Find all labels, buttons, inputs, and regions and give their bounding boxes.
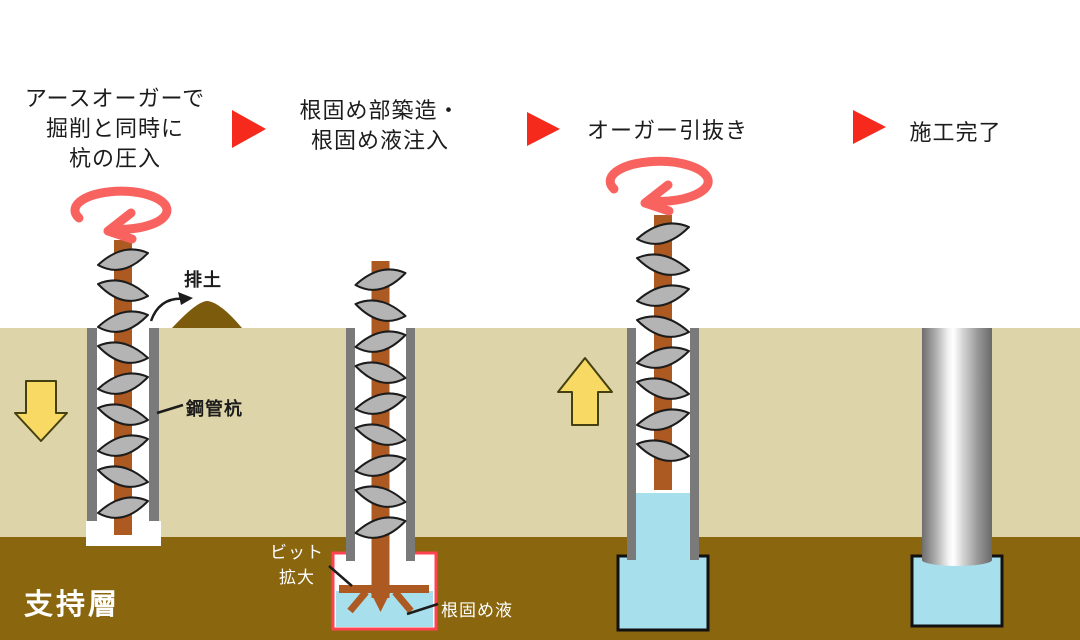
rotation-arrow-icon xyxy=(605,156,713,216)
auger-flight xyxy=(636,439,690,462)
auger-flight xyxy=(636,284,690,307)
casing-wall xyxy=(406,328,415,561)
bearing-stratum-layer xyxy=(0,537,1080,640)
bearing-stratum-label: 支持層 xyxy=(24,589,121,621)
auger-flight xyxy=(636,377,690,400)
step-3-label: オーガー引抜き xyxy=(585,116,750,146)
bit-expansion-label: ビット 拡大 xyxy=(266,540,328,590)
auger-flight xyxy=(97,434,149,457)
auger-flight xyxy=(97,279,149,302)
soil-mound xyxy=(172,300,242,328)
pile-3-extraction xyxy=(557,156,713,632)
auger-flight xyxy=(97,310,149,333)
auger-flight xyxy=(97,403,149,426)
step-2-line-1: 根固め部築造・ xyxy=(299,98,461,123)
step-4-label: 施工完了 xyxy=(903,118,1008,148)
rotation-arrow-icon xyxy=(70,186,172,244)
step-2-line-2: 根固め液注入 xyxy=(310,128,449,153)
auger-flight xyxy=(354,454,407,477)
auger-flight xyxy=(636,315,690,338)
bit-expansion-line-2: 拡大 xyxy=(279,568,315,587)
earth-auger xyxy=(636,215,690,490)
expanded-bit xyxy=(339,585,429,614)
auger-flight xyxy=(354,423,407,446)
pile-1-drilling xyxy=(14,186,242,546)
step-4-line-1: 施工完了 xyxy=(909,120,1002,145)
auger-flight xyxy=(97,496,149,519)
casing-wall xyxy=(690,328,699,560)
pile-2-root-consolidation xyxy=(328,261,439,631)
press-down-arrow-icon xyxy=(14,380,68,442)
auger-flight xyxy=(354,516,407,539)
auger-flight xyxy=(97,465,149,488)
casing-wall xyxy=(87,328,97,521)
step-1-line-1: アースオーガーで xyxy=(24,86,206,111)
step-1-line-3: 杭の圧入 xyxy=(68,146,161,171)
bit-pointer-line xyxy=(328,565,353,587)
step-arrow-icon xyxy=(232,110,266,148)
auger-flight xyxy=(636,408,690,431)
step-arrow-icon xyxy=(527,112,560,146)
auger-flight xyxy=(354,361,407,384)
step-arrow-icon xyxy=(853,110,886,144)
pile-4-completed xyxy=(910,328,1004,628)
earth-auger xyxy=(354,261,407,598)
auger-flight xyxy=(354,330,407,353)
pull-up-arrow-icon xyxy=(557,357,613,426)
step-1-line-2: 掘削と同時に xyxy=(45,116,184,141)
liquid-pointer-line xyxy=(406,602,439,616)
casing-wall xyxy=(149,328,159,521)
upper-soil-layer xyxy=(0,328,1080,537)
steel-pipe-pile-label: 鋼管杭 xyxy=(186,399,243,419)
step-3-line-1: オーガー引抜き xyxy=(586,118,748,143)
auger-flight xyxy=(636,222,690,245)
root-liquid-label: 根固め液 xyxy=(441,601,513,620)
casing-wall xyxy=(627,328,636,560)
step-2-label: 根固め部築造・ 根固め液注入 xyxy=(290,96,470,156)
auger-flight xyxy=(354,392,407,415)
liquid-in-casing xyxy=(636,493,690,559)
auger-flight xyxy=(354,299,407,322)
casing-wall xyxy=(346,328,355,561)
soil-discharge-arrowhead xyxy=(178,292,193,305)
root-consolidation-box xyxy=(616,554,710,632)
auger-flight xyxy=(354,485,407,508)
auger-flight xyxy=(354,268,407,291)
steel-pipe-pointer-line xyxy=(156,403,184,415)
auger-flight xyxy=(97,248,149,271)
auger-flight xyxy=(636,346,690,369)
step-1-label: アースオーガーで 掘削と同時に 杭の圧入 xyxy=(15,84,215,174)
auger-flight xyxy=(636,253,690,276)
steel-pipe-bottom xyxy=(922,554,992,566)
earth-auger xyxy=(97,240,149,535)
bit-expansion-line-1: ビット xyxy=(270,543,324,562)
auger-flight xyxy=(97,341,149,364)
steel-pipe xyxy=(922,328,992,560)
auger-flight xyxy=(97,372,149,395)
root-consolidation-box xyxy=(910,554,1004,628)
soil-discharge-label: 排土 xyxy=(184,270,222,290)
